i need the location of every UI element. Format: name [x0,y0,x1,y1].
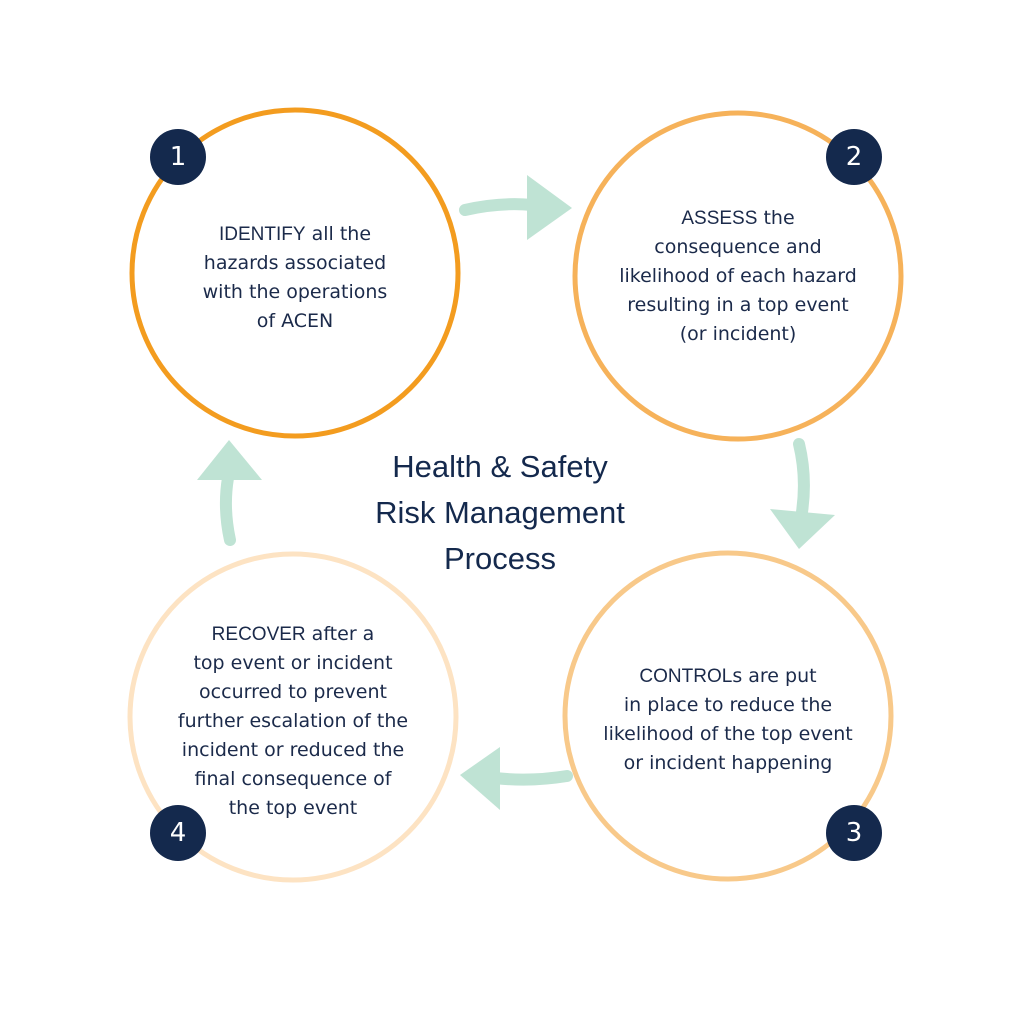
step-1-keyword: IDENTIFY [218,224,306,245]
step-1-circle [129,107,461,439]
step-2-text: ASSESS the consequence and likelihood of… [588,204,888,349]
step-3-line-3: likelihood of the top event [603,723,853,745]
diagram-title: Health & Safety Risk Management Process [330,444,670,582]
step-1-text: IDENTIFY all the hazards associated with… [170,220,420,336]
step-4-line-6: final consequence of [194,768,392,790]
step-4-line-5: incident or reduced the [181,739,405,761]
step-3-line-4: or incident happening [623,752,833,774]
step-2-line-4: resulting in a top event [627,294,849,316]
step-1-badge: 1 [150,129,206,185]
curved-arrow-icon-3-to-4 [460,747,573,810]
step-4-keyword: RECOVER [211,624,306,645]
step-1-line-3: with the operations [202,281,388,303]
step-3-line-2: in place to reduce the [623,694,833,716]
step-3-badge: 3 [826,805,882,861]
step-1-line-4: of ACEN [256,310,334,332]
step-4-text: RECOVER after a top event or incident oc… [148,620,438,823]
step-3-line-1: s are put [732,665,817,687]
title-line-3: Process [444,541,556,576]
step-3-keyword: CONTROL [639,666,733,687]
step-1-line-1: all the [305,223,372,245]
step-1-line-2: hazards associated [203,252,387,274]
curved-arrow-icon-2-to-3 [770,438,835,549]
step-4-badge: 4 [150,805,206,861]
curved-arrow-icon-4-to-1 [197,440,262,546]
step-4-line-3: occurred to prevent [199,681,387,703]
step-4-circle [127,551,459,883]
title-line-2: Risk Management [375,495,625,530]
step-2-line-3: likelihood of each hazard [619,265,857,287]
step-2-line-5: (or incident) [679,323,797,345]
curved-arrow-icon-1-to-2 [459,175,572,240]
step-4-line-7: the top event [228,797,358,819]
step-4-line-2: top event or incident [193,652,393,674]
title-line-1: Health & Safety [392,449,608,484]
step-2-line-1: the [757,207,795,229]
step-3-circle [562,550,894,882]
step-4-line-4: further escalation of the [177,710,409,732]
step-2-badge: 2 [826,129,882,185]
step-2-circle [572,110,904,442]
step-3-text: CONTROLs are put in place to reduce the … [583,662,873,778]
step-2-line-2: consequence and [654,236,822,258]
step-4-line-1: after a [305,623,375,645]
step-2-keyword: ASSESS [681,208,758,229]
